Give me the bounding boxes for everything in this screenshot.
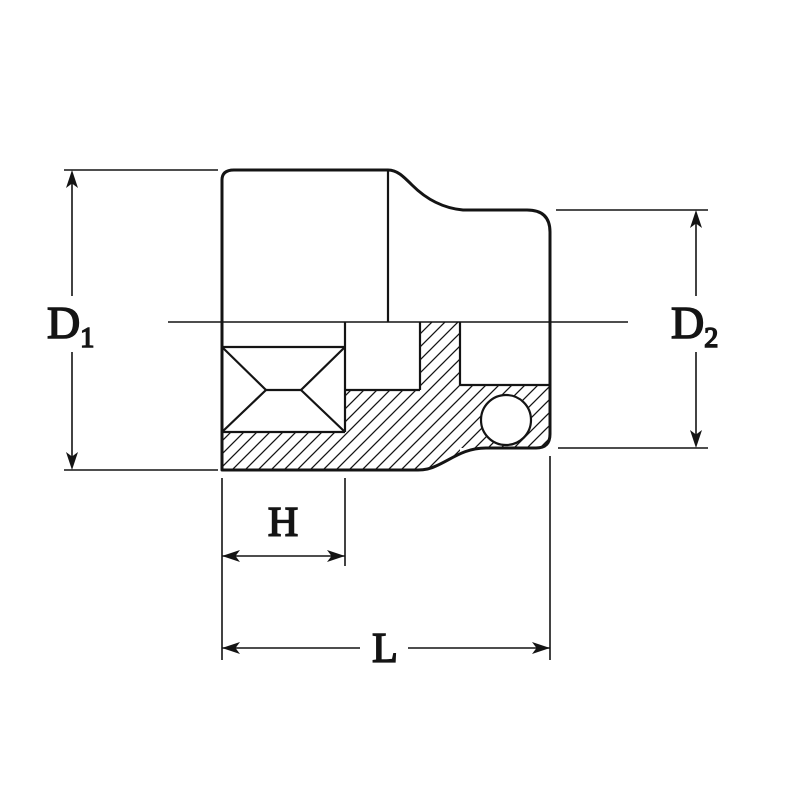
hatch-area-web: [420, 322, 460, 470]
dimension-h: H: [221, 478, 346, 660]
through-hole-lines: [345, 322, 422, 392]
dimension-d2: D2: [556, 209, 719, 449]
dim-d1-label: D1: [47, 297, 94, 354]
d1-arrowhead-up: [66, 170, 78, 188]
dim-l-label: L: [372, 626, 398, 672]
hatch-area-mid: [345, 390, 420, 470]
l-arrowhead-right: [532, 642, 550, 654]
dim-h-label: H: [268, 500, 298, 546]
dimension-d1: D1: [46, 169, 218, 471]
l-arrowhead-left: [222, 642, 240, 654]
d1-arrowhead-down: [66, 452, 78, 470]
d2-arrowhead-down: [690, 430, 702, 448]
d2-arrowhead-up: [690, 210, 702, 228]
h-arrowhead-right: [327, 550, 345, 562]
dim-d2-label: D2: [671, 297, 718, 354]
ball-groove-circle: [479, 393, 533, 447]
dimension-l: L: [222, 456, 551, 673]
d1-subscript: 1: [80, 323, 94, 354]
square-drive-hole-lines: [458, 322, 550, 387]
internal-section-lines: [221, 171, 550, 434]
d2-base: D: [671, 297, 704, 348]
h-arrowhead-left: [222, 550, 240, 562]
d2-subscript: 2: [704, 323, 718, 354]
hatch-area-left: [222, 432, 345, 470]
socket-outline: [220, 168, 552, 472]
d1-base: D: [47, 297, 80, 348]
